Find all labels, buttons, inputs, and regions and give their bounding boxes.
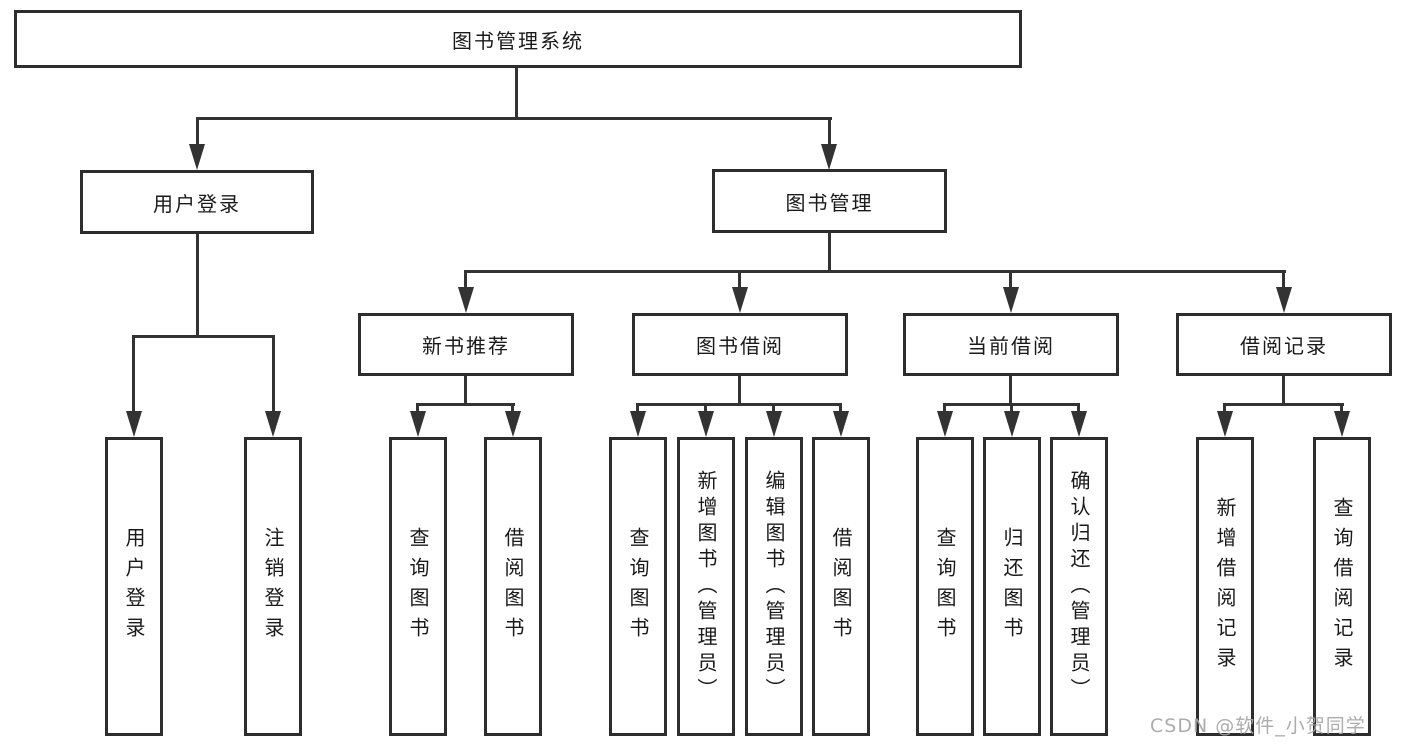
leaf-add-borrow-record: 新增借阅记录 [1196,437,1254,736]
node-current-borrowing: 当前借阅 [903,313,1119,376]
leaf-logout-label: 注销登录 [261,526,285,647]
arrowhead-down-icon [126,411,142,437]
leaf-query-books-borrowing-label: 查询图书 [626,526,650,647]
leaf-confirm-return-admin-label: 确认归还（管理员） [1067,469,1091,704]
leaf-borrow-books-borrowing-label: 借阅图书 [829,526,853,647]
arrowhead-down-icon [265,411,281,437]
node-new-book-recommend-label: 新书推荐 [422,334,510,358]
leaf-borrow-books-recommend: 借阅图书 [484,437,542,736]
connector-line [1223,403,1226,414]
connector-line [464,270,467,290]
node-new-book-recommend: 新书推荐 [358,313,574,376]
connector-line [738,270,741,290]
arrowhead-down-icon [1217,411,1233,437]
node-book-management-label: 图书管理 [785,190,874,215]
arrowhead-down-icon [732,287,748,313]
leaf-return-books-label: 归还图书 [1000,526,1024,647]
leaf-query-books-recommend: 查询图书 [389,437,447,736]
leaf-return-books: 归还图书 [983,437,1041,736]
node-borrowing-records-label: 借阅记录 [1240,334,1328,358]
node-borrowing-records: 借阅记录 [1176,313,1392,376]
arrowhead-down-icon [1004,411,1020,437]
arrowhead-down-icon [505,411,521,437]
arrowhead-down-icon [1334,411,1350,437]
connector-line [416,403,419,414]
connector-line [464,270,1286,273]
leaf-edit-book-admin: 编辑图书（管理员） [745,437,803,736]
leaf-query-books-current: 查询图书 [916,437,974,736]
leaf-query-borrow-record: 查询借阅记录 [1313,437,1371,736]
arrowhead-down-icon [458,287,474,313]
connector-line [196,117,832,120]
arrowhead-down-icon [410,411,426,437]
arrowhead-down-icon [821,144,837,170]
leaf-logout: 注销登录 [244,437,302,736]
connector-line [1282,376,1285,406]
connector-line [196,117,199,147]
connector-line [1010,403,1013,414]
connector-line [1009,376,1012,406]
connector-line [636,403,842,406]
arrowhead-down-icon [766,411,782,437]
node-book-management: 图书管理 [712,169,947,233]
leaf-edit-book-admin-label: 编辑图书（管理员） [762,469,786,704]
leaf-query-books-borrowing: 查询图书 [609,437,667,736]
connector-line [416,403,515,406]
connector-line [1009,270,1012,290]
connector-line [839,403,842,414]
arrowhead-down-icon [1071,411,1087,437]
leaf-query-books-recommend-label: 查询图书 [406,526,430,647]
connector-line [704,403,707,414]
connector-line [772,403,775,414]
connector-line [272,335,275,414]
connector-line [132,335,135,414]
leaf-add-borrow-record-label: 新增借阅记录 [1213,496,1237,677]
arrowhead-down-icon [698,411,714,437]
node-user-login-label: 用户登录 [153,191,241,216]
connector-line [1077,403,1080,414]
connector-line [738,376,741,406]
connector-line [132,335,275,338]
connector-line [636,403,639,414]
leaf-query-books-current-label: 查询图书 [933,526,957,647]
connector-line [515,68,518,119]
arrowhead-down-icon [937,411,953,437]
node-library-system-label: 图书管理系统 [452,28,584,53]
node-book-borrowing: 图书借阅 [632,313,848,376]
connector-line [828,117,831,147]
connector-line [1223,403,1344,406]
arrowhead-down-icon [833,411,849,437]
arrowhead-down-icon [1003,287,1019,313]
node-current-borrowing-label: 当前借阅 [967,334,1055,358]
connector-line [943,403,946,414]
connector-line [1282,270,1285,290]
arrowhead-down-icon [189,144,205,170]
connector-line [1340,403,1343,414]
leaf-add-book-admin-label: 新增图书（管理员） [694,469,718,704]
csdn-watermark: CSDN @软件_小贺同学 [1150,715,1366,737]
connector-line [511,403,514,414]
arrowhead-down-icon [630,411,646,437]
leaf-user-login: 用户登录 [105,437,163,736]
node-user-login: 用户登录 [80,170,314,234]
connector-line [828,233,831,272]
node-library-system: 图书管理系统 [14,10,1022,68]
connector-line [464,376,467,406]
leaf-query-borrow-record-label: 查询借阅记录 [1330,496,1354,677]
leaf-borrow-books-recommend-label: 借阅图书 [501,526,525,647]
leaf-confirm-return-admin: 确认归还（管理员） [1050,437,1108,736]
connector-line [196,234,199,337]
leaf-user-login-label: 用户登录 [122,526,146,647]
leaf-borrow-books-borrowing: 借阅图书 [812,437,870,736]
arrowhead-down-icon [1276,287,1292,313]
node-book-borrowing-label: 图书借阅 [696,334,784,358]
leaf-add-book-admin: 新增图书（管理员） [677,437,735,736]
